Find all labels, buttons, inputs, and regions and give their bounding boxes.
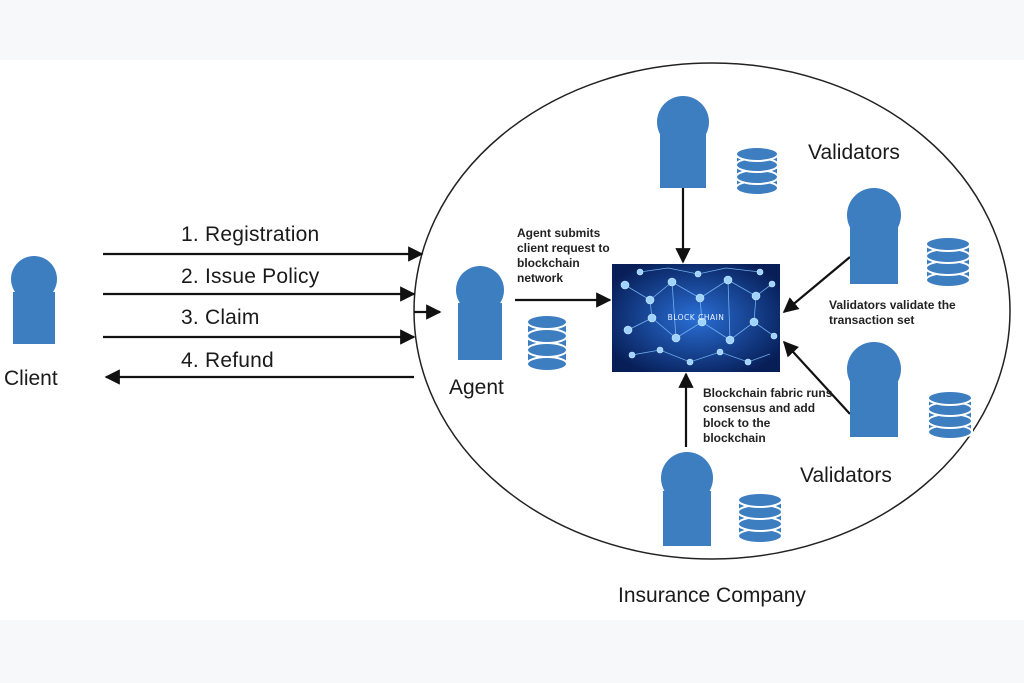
client-label: Client <box>4 367 58 390</box>
issue-policy-label: 2. Issue Policy <box>181 265 320 288</box>
registration-label: 1. Registration <box>181 223 320 246</box>
agent-submits-note: Agent submits client request to blockcha… <box>517 226 610 285</box>
fabric-consensus-note: Blockchain fabric runs consensus and add… <box>703 386 833 445</box>
validator-top-person-icon <box>657 96 709 188</box>
validator-right-bottom-to-blockchain-arrow <box>782 340 851 415</box>
agent-person-icon <box>456 266 504 360</box>
agent-database-icon <box>526 314 568 372</box>
client-person-icon <box>11 256 57 344</box>
blockchain-label: BLOCK CHAIN <box>668 313 725 322</box>
validator-right-bottom-database-icon <box>927 390 973 440</box>
insurance-company-person-icon <box>661 452 713 546</box>
claim-label: 3. Claim <box>181 306 260 329</box>
validator-right-top-database-icon <box>925 236 971 288</box>
validators-validate-note: Validators validate the transaction set <box>829 298 956 327</box>
insurance-company-label: Insurance Company <box>618 584 806 607</box>
validator-right-bottom-person-icon <box>847 342 901 437</box>
insurance-company-database-icon <box>737 492 783 544</box>
blockchain-network-image: BLOCK CHAIN <box>612 264 780 372</box>
validators-bottom-label: Validators <box>800 464 892 487</box>
validators-top-label: Validators <box>808 141 900 164</box>
agent-label: Agent <box>449 376 504 399</box>
validator-right-top-person-icon <box>847 188 901 284</box>
validator-top-database-icon <box>735 146 779 196</box>
refund-label: 4. Refund <box>181 349 274 372</box>
validator-right-top-to-blockchain-arrow <box>782 256 851 313</box>
